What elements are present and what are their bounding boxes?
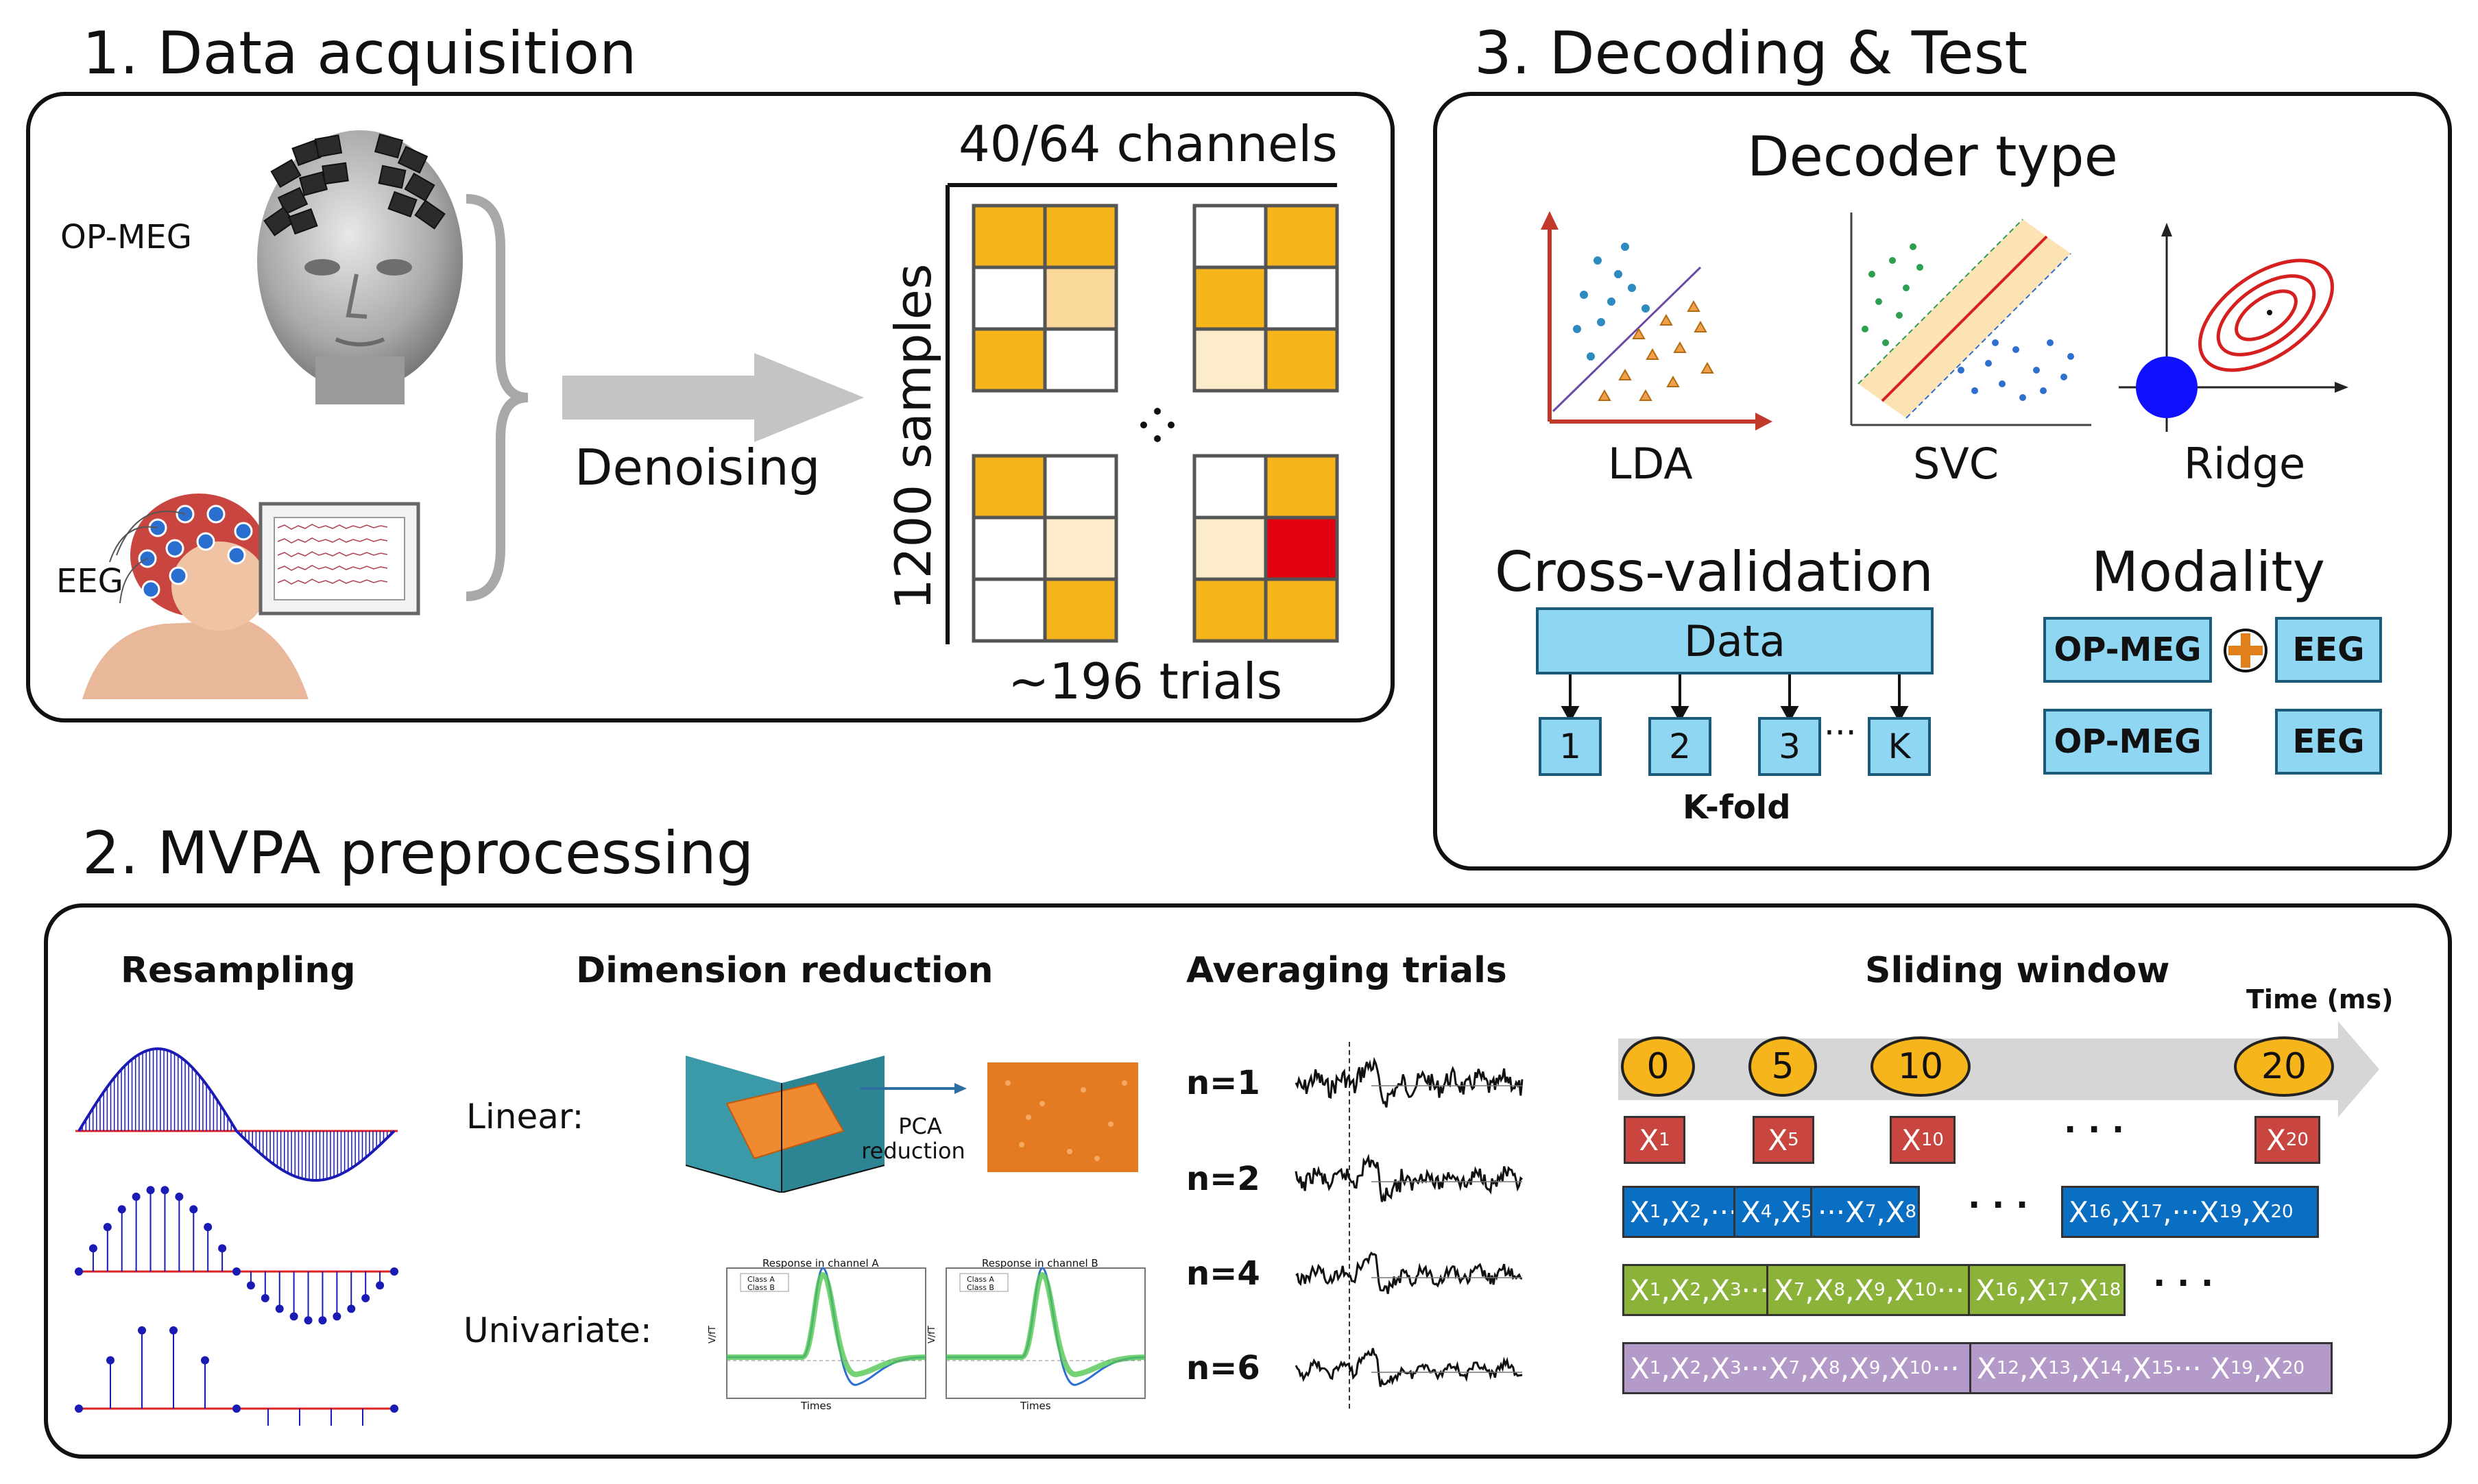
cv-arrows: [1561, 674, 1909, 723]
kfold-label: K-fold: [1683, 788, 1791, 827]
channel-a-y-label: V/fT: [708, 1326, 718, 1343]
cv-title: Cross-validation: [1495, 540, 1934, 604]
svc-label: SVC: [1913, 439, 1999, 489]
channel-a-times-label: Times: [801, 1400, 832, 1412]
eeg-subject-image: [82, 494, 420, 699]
averaging-waveforms: [1295, 1042, 1524, 1412]
channel-a-title: Response in channel A: [762, 1257, 879, 1269]
time-point-5: 5: [1748, 1036, 1817, 1097]
window-4-ellipsis: · · ·: [1968, 1186, 2029, 1224]
sliding-title: Sliding window: [1865, 950, 2170, 991]
stem-row-medium: [75, 1186, 398, 1325]
fold-box-1: 1: [1539, 717, 1602, 776]
opmeg-head-image: [257, 130, 463, 404]
fold-box-k: K: [1868, 717, 1931, 776]
dimred-title: Dimension reduction: [576, 950, 994, 991]
modality-combined-opmeg: OP-MEG: [2043, 617, 2212, 683]
fold-ellipsis: ···: [1824, 713, 1857, 753]
time-point-20: 20: [2234, 1036, 2334, 1097]
channel-b-title: Response in channel B: [982, 1257, 1098, 1269]
n-label-6: n=6: [1186, 1349, 1260, 1387]
svc-plot: [1850, 212, 2091, 426]
plus-icon: [2224, 629, 2268, 672]
eeg-label: EEG: [56, 562, 123, 600]
samples-label: 1200 samples: [885, 263, 942, 610]
channel-b-y-label: V/fT: [927, 1326, 937, 1343]
resampling-stems: [75, 1047, 398, 1426]
denoising-label: Denoising: [575, 439, 821, 496]
pca-label-line1: PCA: [898, 1113, 942, 1139]
ridge-plot: [2119, 223, 2348, 432]
channel-a-class-b: Class B: [747, 1283, 775, 1292]
univariate-plots: [726, 1267, 1146, 1399]
stem-row-dense: [75, 1047, 398, 1182]
acquisition-panel: [26, 92, 1395, 722]
modality-single-opmeg: OP-MEG: [2043, 709, 2212, 775]
section-title-acquisition: 1. Data acquisition: [82, 19, 637, 88]
section-title-decoding: 3. Decoding & Test: [1474, 19, 2028, 88]
ridge-label: Ridge: [2184, 439, 2306, 489]
trials-label: ~196 trials: [1008, 653, 1283, 710]
time-arrow: [1618, 1021, 2379, 1117]
channel-b-plot: [946, 1267, 1146, 1399]
decoding-panel: [1433, 92, 2452, 871]
resampling-title: Resampling: [121, 950, 356, 991]
section-title-mvpa: 2. MVPA preprocessing: [82, 819, 754, 888]
time-axis-label: Time (ms): [2246, 984, 2394, 1014]
opmeg-label: OP-MEG: [60, 218, 192, 256]
n-label-1: n=1: [1186, 1064, 1260, 1102]
channel-b-times-label: Times: [1020, 1400, 1051, 1412]
time-point-10: 10: [1870, 1036, 1971, 1097]
fold-box-3: 3: [1758, 717, 1821, 776]
mvpa-panel: [44, 903, 2452, 1459]
channels-label: 40/64 channels: [959, 115, 1338, 173]
stem-row-sparse: [75, 1326, 398, 1426]
decoder-type-title: Decoder type: [1747, 125, 2118, 188]
channel-a-plot: [726, 1267, 926, 1399]
channel-b-class-a: Class A: [967, 1275, 994, 1284]
lda-label: LDA: [1608, 439, 1693, 489]
channel-b-class-b: Class B: [967, 1283, 994, 1292]
pca-label-line2: reduction: [861, 1138, 965, 1164]
denoising-arrow: [562, 353, 864, 442]
pca-illustration: [686, 1056, 1138, 1193]
channel-a-class-a: Class A: [747, 1275, 775, 1284]
averaging-title: Averaging trials: [1186, 950, 1507, 991]
n-label-4: n=4: [1186, 1254, 1260, 1293]
fold-box-2: 2: [1648, 717, 1711, 776]
lda-plot: [1541, 211, 1772, 430]
cv-data-box: Data: [1536, 607, 1934, 674]
modality-single-eeg: EEG: [2275, 709, 2382, 775]
window-8-ellipsis: · · ·: [2153, 1264, 2214, 1302]
data-matrix: [946, 183, 1339, 644]
n-label-2: n=2: [1186, 1160, 1260, 1198]
univariate-label: Univariate:: [464, 1311, 652, 1350]
linear-label: Linear:: [466, 1097, 584, 1136]
modality-combined-eeg: EEG: [2275, 617, 2382, 683]
modality-title: Modality: [2091, 540, 2325, 604]
sample-ellipsis: · · ·: [2064, 1110, 2125, 1149]
merge-brace: [466, 194, 864, 601]
time-point-0: 0: [1621, 1036, 1695, 1097]
